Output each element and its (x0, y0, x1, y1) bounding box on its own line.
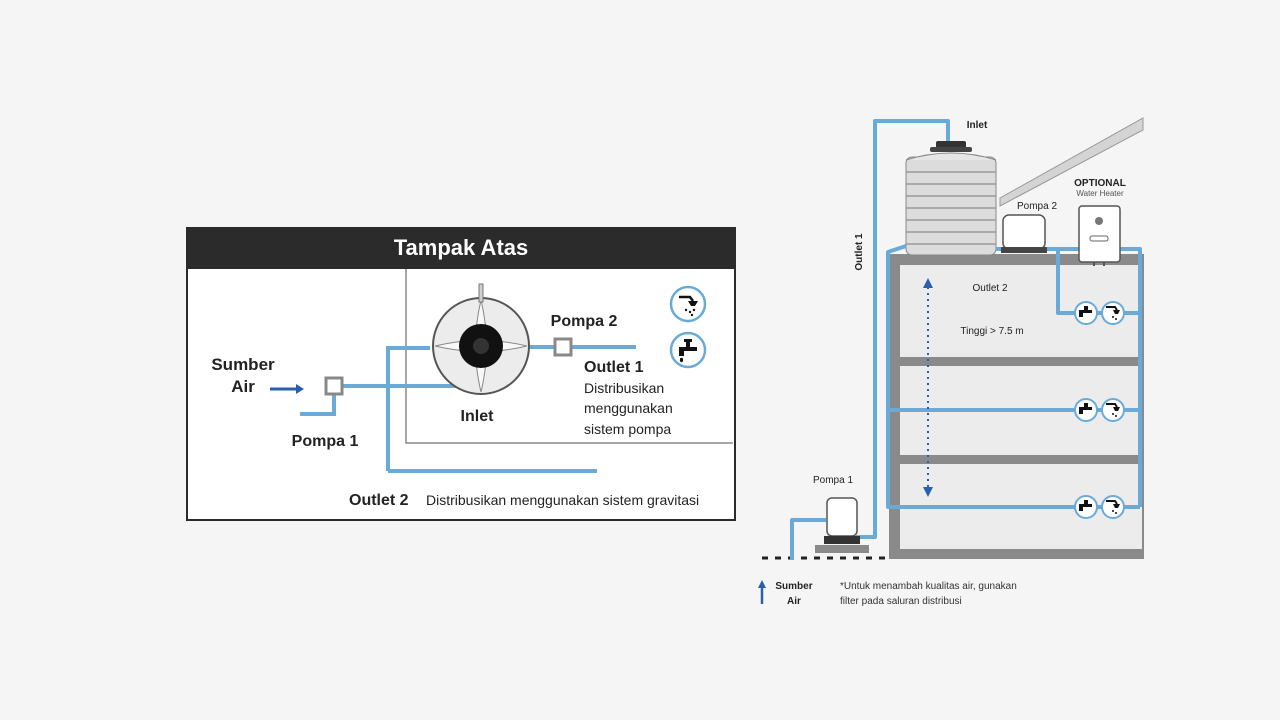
outlet2-title: Outlet 2 (349, 492, 409, 509)
pompa2-unit (1001, 214, 1047, 253)
water-heater (1078, 205, 1121, 266)
pompa1-box (324, 376, 344, 396)
top-view-title: Tampak Atas (394, 235, 529, 260)
ground-slab (890, 549, 1143, 559)
floor-slab-1 (890, 357, 1143, 366)
top-view-panel: Tampak Atas Sumber Air Pompa 1 (186, 227, 736, 521)
side-sumber-air-2: Air (787, 596, 801, 607)
outlet1-title: Outlet 1 (584, 359, 644, 376)
sumber-air-label-2: Air (231, 377, 255, 396)
pompa1-label: Pompa 1 (292, 433, 359, 450)
shower-icon (1101, 398, 1125, 422)
fixture-row-bottom (1074, 495, 1125, 519)
faucet-icon (1074, 301, 1098, 325)
pipe-source-to-pompa1 (790, 518, 826, 560)
side-view-panel: Pompa 2 OPTIONAL Water Heater Pompa 1 In… (758, 117, 1144, 607)
roof-slab (890, 255, 1143, 265)
outlet2-desc: Distribusikan menggunakan sistem gravita… (426, 492, 699, 508)
shower-icon (669, 285, 707, 323)
side-outlet2-label: Outlet 2 (972, 283, 1007, 294)
side-source-arrow (758, 580, 766, 604)
faucet-icon (1074, 398, 1098, 422)
top-view-header (187, 228, 735, 269)
pipe-outlet2-gravity (886, 244, 1140, 509)
pipe-outlet1-pump (1044, 247, 1142, 507)
side-outlet1-label: Outlet 1 (854, 233, 865, 271)
shower-icon (1101, 301, 1125, 325)
fixture-row-top (1074, 301, 1125, 325)
water-tank (905, 141, 997, 256)
filter-note-1: *Untuk menambah kualitas air, gunakan (840, 581, 1017, 592)
roof-slope (999, 117, 1144, 207)
shower-icon (1101, 495, 1125, 519)
outlet1-desc-1: Distribusikan (584, 380, 664, 396)
faucet-icon (669, 331, 707, 369)
pompa2-box (553, 337, 573, 357)
optional-label: OPTIONAL (1074, 178, 1126, 189)
water-heater-label: Water Heater (1076, 189, 1124, 198)
outlet1-desc-3: sistem pompa (584, 421, 671, 437)
faucet-icon (1074, 495, 1098, 519)
filter-note-2: filter pada saluran distribusi (840, 596, 962, 607)
floor-slab-2 (890, 455, 1143, 464)
height-arrow (923, 278, 933, 497)
pipe-source-to-pompa1 (300, 393, 336, 416)
side-pompa2-label: Pompa 2 (1017, 201, 1057, 212)
fixture-row-middle (1074, 398, 1125, 422)
pompa2-label: Pompa 2 (551, 313, 618, 330)
outlet1-desc-2: menggunakan (584, 400, 673, 416)
source-arrow (270, 384, 304, 394)
pipe-outlet2 (386, 346, 430, 471)
pipe-pompa1-to-tank-inlet (856, 119, 950, 539)
sumber-air-label-1: Sumber (211, 355, 275, 374)
side-view-pipes (790, 119, 1142, 560)
side-pompa1-label: Pompa 1 (813, 475, 853, 486)
side-inlet-label: Inlet (967, 120, 988, 131)
pompa1-unit (815, 497, 869, 553)
left-wall (890, 255, 900, 559)
tank-top-view (432, 283, 530, 395)
height-label: Tinggi > 7.5 m (960, 326, 1023, 337)
side-sumber-air-1: Sumber (775, 581, 812, 592)
tank-room-outline (405, 269, 733, 444)
inlet-label: Inlet (461, 408, 495, 425)
